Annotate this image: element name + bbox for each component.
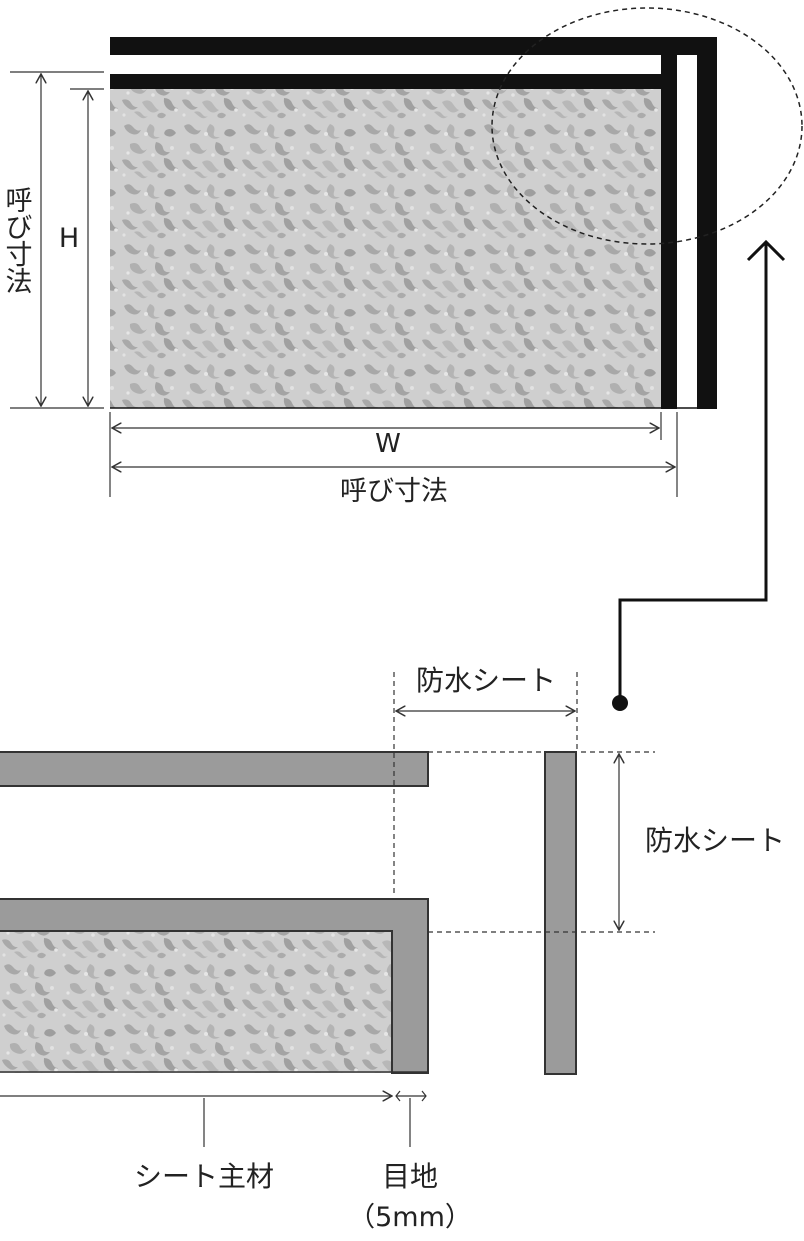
horizontal-dimensions <box>109 412 678 497</box>
vertical-dimensions <box>10 71 104 409</box>
joint-size-label: （5mm） <box>348 1202 472 1233</box>
top-gap <box>110 55 661 74</box>
detail-inner-strip <box>0 898 429 1074</box>
sheet-main-material-area <box>110 88 663 408</box>
sheet-main-material-label: シート主材 <box>134 1160 274 1193</box>
main-material-dimension <box>0 1096 392 1147</box>
waterproof-sheet-height-label: 防水シート <box>645 824 785 857</box>
sheet-detail <box>0 751 577 1075</box>
joint-label: 目地 <box>382 1160 438 1193</box>
inner-right-band <box>661 55 677 409</box>
outer-top-band <box>110 37 717 55</box>
joint-dimension <box>395 1090 427 1147</box>
detail-top-strip <box>0 751 429 787</box>
height-label: H <box>59 223 79 254</box>
width-label: W <box>375 429 401 459</box>
nominal-size-horizontal-label: 呼び寸法 <box>340 476 448 507</box>
detail-guides <box>393 672 655 933</box>
detail-right-strip <box>544 751 577 1075</box>
inner-top-band <box>110 74 677 89</box>
detail-connector <box>612 239 786 711</box>
waterproof-sheet-width-label: 防水シート <box>416 664 556 697</box>
detail-highlight-circle <box>491 7 803 245</box>
outer-right-band <box>697 37 717 409</box>
detail-main-material <box>0 932 391 1073</box>
nominal-size-vertical-label: 呼び寸法 <box>1 186 32 294</box>
sheet-overview <box>110 37 717 409</box>
